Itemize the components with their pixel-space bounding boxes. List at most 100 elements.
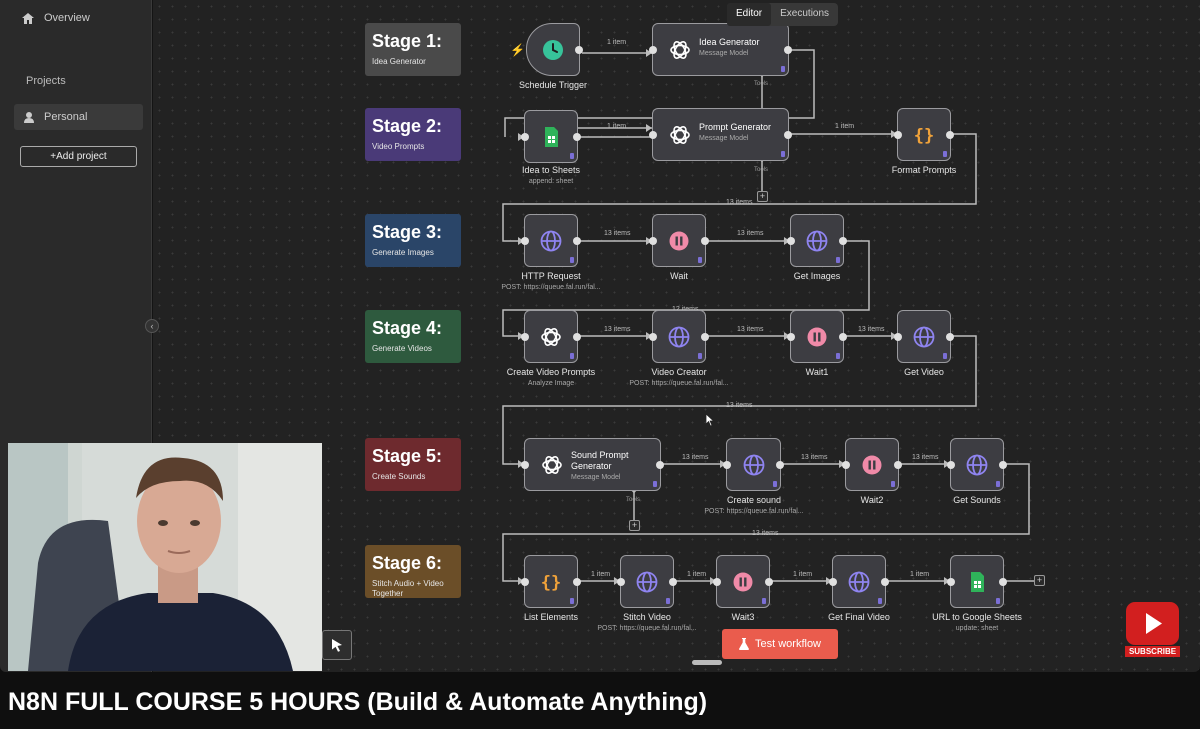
tab-editor[interactable]: Editor xyxy=(727,3,772,26)
flag-icon xyxy=(762,598,766,604)
node-wait1[interactable] xyxy=(787,310,847,363)
node-create-sound[interactable] xyxy=(723,438,784,491)
collapse-sidebar-button[interactable]: ‹ xyxy=(145,319,159,333)
output-port[interactable] xyxy=(784,46,792,54)
output-port[interactable] xyxy=(894,461,902,469)
output-port[interactable] xyxy=(999,578,1007,586)
node-get-images[interactable] xyxy=(787,214,847,267)
input-port[interactable] xyxy=(894,333,902,341)
input-port[interactable] xyxy=(649,237,657,245)
edge-count: 13 items xyxy=(604,326,631,333)
output-port[interactable] xyxy=(573,133,581,141)
input-port[interactable] xyxy=(947,461,955,469)
flag-icon xyxy=(570,153,574,159)
input-port[interactable] xyxy=(723,461,731,469)
output-port[interactable] xyxy=(946,131,954,139)
node-get-final-video[interactable] xyxy=(829,555,889,608)
input-port[interactable] xyxy=(521,578,529,586)
add-tool-button[interactable]: + xyxy=(629,520,640,531)
stage-2-card[interactable]: Stage 2: Video Prompts xyxy=(365,108,461,161)
input-port[interactable] xyxy=(649,131,657,139)
add-node-button[interactable]: + xyxy=(1034,575,1045,586)
node-prompt-generator[interactable]: Prompt Generator Message Model xyxy=(649,108,792,161)
output-port[interactable] xyxy=(701,333,709,341)
flag-icon xyxy=(698,353,702,359)
node-list-elements[interactable]: {} xyxy=(521,555,581,608)
add-project-button[interactable]: +Add project xyxy=(20,146,137,167)
edge-count: 13 items xyxy=(682,454,709,461)
output-port[interactable] xyxy=(839,333,847,341)
node-wait2[interactable] xyxy=(842,438,902,491)
globe-icon xyxy=(743,454,764,475)
node-idea-generator[interactable]: Idea Generator Message Model xyxy=(649,23,792,76)
output-port[interactable] xyxy=(575,46,583,54)
stage-5-card[interactable]: Stage 5: Create Sounds xyxy=(365,438,461,491)
stage-subtitle: Video Prompts xyxy=(372,142,425,151)
input-port[interactable] xyxy=(829,578,837,586)
node-get-video[interactable] xyxy=(894,310,954,363)
input-port[interactable] xyxy=(947,578,955,586)
edge-count: 12 items xyxy=(672,306,698,313)
output-port[interactable] xyxy=(573,578,581,586)
input-port[interactable] xyxy=(521,133,529,141)
output-port[interactable] xyxy=(946,333,954,341)
input-port[interactable] xyxy=(521,333,529,341)
node-title: Prompt Generator xyxy=(699,122,772,132)
flag-icon xyxy=(570,257,574,263)
input-port[interactable] xyxy=(649,333,657,341)
output-port[interactable] xyxy=(784,131,792,139)
output-port[interactable] xyxy=(765,578,773,586)
svg-text:{}: {} xyxy=(541,573,561,593)
node-stitch-video[interactable] xyxy=(617,555,677,608)
tab-executions[interactable]: Executions xyxy=(780,8,830,19)
input-port[interactable] xyxy=(521,237,529,245)
canvas-scroll-handle[interactable] xyxy=(692,660,722,665)
output-port[interactable] xyxy=(776,461,784,469)
output-port[interactable] xyxy=(881,578,889,586)
input-port[interactable] xyxy=(787,333,795,341)
node-get-sounds[interactable] xyxy=(947,438,1007,491)
stage-1-card[interactable]: Stage 1: Idea Generator xyxy=(365,23,461,76)
node-label: Create sound xyxy=(726,495,782,505)
stage-6-card[interactable]: Stage 6: Stitch Audio + Video Together xyxy=(365,545,461,598)
sidebar-item-personal[interactable]: Personal xyxy=(14,104,143,130)
input-port[interactable] xyxy=(787,237,795,245)
output-port[interactable] xyxy=(573,333,581,341)
node-http-request[interactable] xyxy=(521,214,581,267)
output-port[interactable] xyxy=(701,237,709,245)
tools-label: Tools xyxy=(754,81,769,87)
stage-3-card[interactable]: Stage 3: Generate Images xyxy=(365,214,461,267)
input-port[interactable] xyxy=(649,46,657,54)
input-port[interactable] xyxy=(842,461,850,469)
output-port[interactable] xyxy=(999,461,1007,469)
node-label: Idea to Sheets xyxy=(521,165,581,175)
input-port[interactable] xyxy=(894,131,902,139)
node-label: Create Video Prompts xyxy=(506,367,596,377)
node-video-creator[interactable] xyxy=(649,310,709,363)
globe-icon xyxy=(668,326,690,347)
node-sound-prompt-generator[interactable]: Sound Prompt Generator Message Model xyxy=(521,438,664,491)
output-port[interactable] xyxy=(573,237,581,245)
output-port[interactable] xyxy=(839,237,847,245)
node-url-to-google-sheets[interactable] xyxy=(947,555,1007,608)
node-create-video-prompts[interactable] xyxy=(521,310,581,363)
input-port[interactable] xyxy=(713,578,721,586)
sidebar-item-overview[interactable]: Overview xyxy=(22,12,90,24)
node-format-prompts[interactable]: {} xyxy=(894,108,954,161)
stage-title: Stage 4: xyxy=(372,318,443,338)
input-port[interactable] xyxy=(521,461,529,469)
subscribe-badge[interactable]: SUBSCRIBE xyxy=(1125,601,1180,657)
select-tool-button[interactable] xyxy=(322,630,352,660)
node-idea-to-sheets[interactable] xyxy=(521,110,581,163)
node-wait3[interactable] xyxy=(713,555,773,608)
tools-label: Tools xyxy=(626,497,641,503)
output-port[interactable] xyxy=(669,578,677,586)
output-port[interactable] xyxy=(656,461,664,469)
input-port[interactable] xyxy=(617,578,625,586)
stage-4-card[interactable]: Stage 4: Generate Videos xyxy=(365,310,461,363)
add-tool-button[interactable]: + xyxy=(757,191,768,202)
node-wait[interactable] xyxy=(649,214,709,267)
globe-icon xyxy=(540,230,562,251)
node-schedule-trigger[interactable] xyxy=(526,23,583,76)
test-workflow-button[interactable]: Test workflow xyxy=(722,629,838,659)
